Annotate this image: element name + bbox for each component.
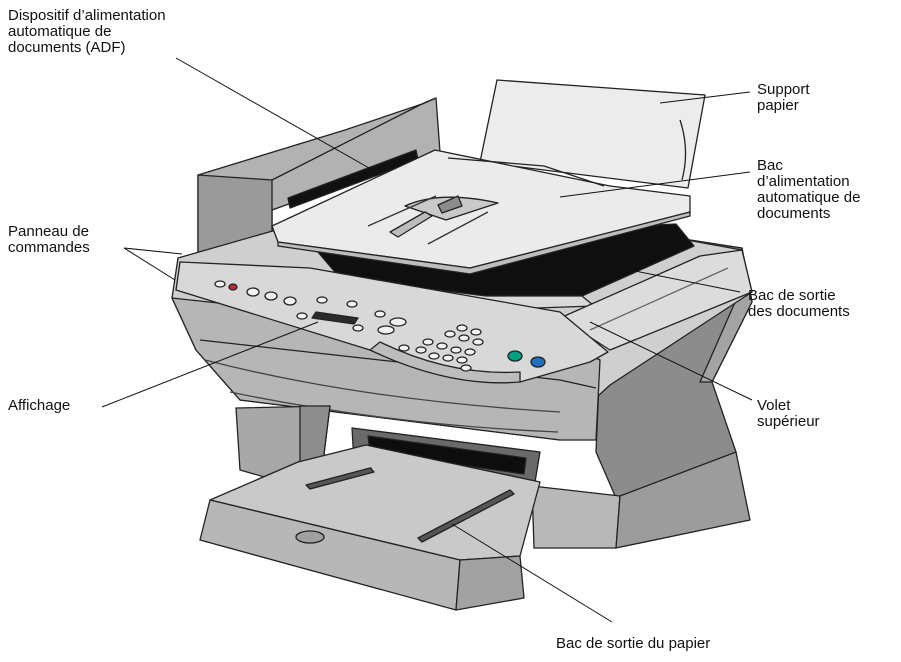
top-cover (559, 249, 753, 351)
leader-control-panel-a (123, 247, 183, 255)
paper-support (479, 79, 706, 189)
leader-doc-exit-tray (619, 267, 741, 293)
leader-top-cover (589, 321, 753, 401)
paper-exit-tray (199, 444, 541, 611)
leader-paper-exit-tray (451, 523, 613, 623)
leader-adf-tray (559, 171, 751, 198)
adf-unit (197, 97, 441, 279)
leader-paper-support (659, 91, 751, 104)
callout-leaders (101, 57, 753, 623)
adf-tray (271, 149, 691, 275)
label-control-panel: Panneau de commandes (8, 223, 90, 256)
label-doc-exit-tray: Bac de sortie des documents (748, 287, 850, 320)
lcd-display (311, 311, 359, 325)
label-top-cover: Volet supérieur (757, 397, 820, 430)
leader-control-panel-b (123, 247, 176, 281)
label-paper-exit-tray: Bac de sortie du papier (556, 635, 711, 652)
label-display: Affichage (8, 397, 71, 414)
printer-leg-right (531, 451, 751, 549)
control-panel (175, 261, 609, 384)
leader-adf (175, 57, 377, 173)
leader-display (101, 321, 319, 408)
label-adf-tray: Bac d’alimentation automatique de docume… (757, 157, 861, 222)
label-paper-support: Support papier (757, 81, 810, 114)
label-adf: Dispositif d’alimentation automatique de… (8, 7, 166, 56)
